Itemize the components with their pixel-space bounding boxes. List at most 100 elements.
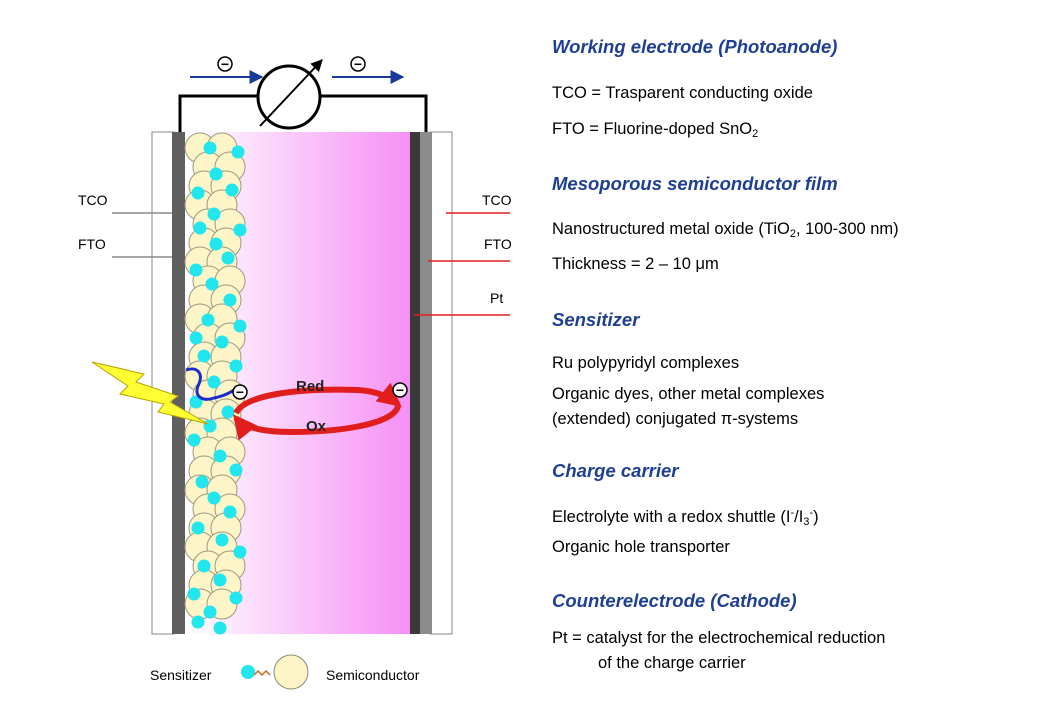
- fto-label-left: FTO: [78, 236, 106, 252]
- electron-icon-cathode: [392, 382, 408, 398]
- sensitizer-dye-dot: [197, 559, 211, 573]
- photoanode-tco-layer: [172, 132, 185, 634]
- redox-arrow-bottom: [232, 404, 401, 441]
- sensitizer-dye-dot: [201, 313, 215, 327]
- dssc-schematic: − − TCO FTO TCO FTO Pt − − Red Ox Sensit…: [78, 56, 512, 690]
- sensitizer-dye-dot: [207, 491, 221, 505]
- sensitizer-dye-dot: [187, 433, 201, 447]
- sensitizer-dye-dot: [229, 591, 243, 605]
- section-heading: Mesoporous semiconductor film: [552, 173, 838, 194]
- section-line: (extended) conjugated π-systems: [552, 410, 798, 429]
- section-line: Electrolyte with a redox shuttle (I-/I3-…: [552, 507, 819, 528]
- text-fragment: -: [809, 507, 814, 519]
- sensitizer-dye-dot: [213, 621, 227, 635]
- text-fragment: Pt = catalyst for the electrochemical re…: [552, 629, 886, 647]
- sensitizer-dye-dot: [209, 237, 223, 251]
- legend-linker: [253, 669, 271, 677]
- right-glass: [429, 131, 453, 635]
- text-fragment: 2: [789, 228, 796, 240]
- section-line: Nanostructured metal oxide (TiO2, 100-30…: [552, 220, 899, 240]
- sensitizer-dye-dot: [187, 587, 201, 601]
- tco-label-left: TCO: [78, 192, 108, 208]
- redox-red-label: Red: [296, 378, 324, 395]
- sensitizer-dye-dot: [231, 145, 245, 159]
- sensitizer-dye-dot: [189, 331, 203, 345]
- sensitizer-dye-dot: [191, 521, 205, 535]
- electron-symbol-4: −: [396, 382, 404, 398]
- tco-label-right: TCO: [482, 192, 512, 208]
- electron-icon-circuit-right: [350, 56, 366, 72]
- text-fragment: FTO = Fluorine-doped SnO: [552, 120, 753, 138]
- redox-ox-label: Ox: [306, 418, 327, 435]
- section-line: TCO = Trasparent conducting oxide: [552, 84, 813, 103]
- sensitizer-dye-dot: [223, 293, 237, 307]
- sensitizer-dye-dot: [233, 319, 247, 333]
- text-fragment: TCO = Trasparent conducting oxide: [552, 84, 813, 102]
- section-heading: Counterelectrode (Cathode): [552, 590, 797, 611]
- section-line: Thickness = 2 – 10 μm: [552, 255, 719, 274]
- legend-semiconductor-label: Semiconductor: [326, 667, 420, 683]
- section-line: FTO = Fluorine-doped SnO2: [552, 120, 758, 140]
- pt-label-right: Pt: [490, 290, 503, 306]
- left-glass: [151, 131, 175, 635]
- sensitizer-dye-dot: [195, 475, 209, 489]
- sensitizer-dye-dot: [191, 615, 205, 629]
- text-fragment: 2: [752, 128, 759, 140]
- legend-sensitizer-label: Sensitizer: [150, 667, 212, 683]
- external-circuit-wire: [178, 94, 258, 132]
- sensitizer-dye-dot: [197, 349, 211, 363]
- sensitizer-dye-dot: [203, 141, 217, 155]
- sensitizer-dye-dot: [193, 221, 207, 235]
- text-fragment: ): [813, 508, 819, 526]
- section-line: Organic hole transporter: [552, 538, 730, 557]
- text-fragment: , 100-300 nm): [795, 220, 899, 238]
- electron-symbol-2: −: [354, 56, 362, 72]
- light-bolt-icon: [91, 361, 209, 425]
- section-line: Pt = catalyst for the electrochemical re…: [552, 629, 885, 648]
- text-fragment: Organic hole transporter: [552, 538, 730, 556]
- section-line: Ru polypyridyl complexes: [552, 354, 739, 373]
- section-line: of the charge carrier: [598, 654, 746, 673]
- sensitizer-dye-dot: [207, 207, 221, 221]
- fto-label-right: FTO: [484, 236, 512, 252]
- electron-icon-dye: [232, 384, 248, 400]
- section-line: Organic dyes, other metal complexes: [552, 385, 824, 404]
- section-heading: Sensitizer: [552, 309, 640, 330]
- sensitizer-dye-dot: [215, 533, 229, 547]
- text-fragment: Ru polypyridyl complexes: [552, 354, 740, 372]
- sensitizer-dye-dot: [191, 186, 205, 200]
- text-fragment: Electrolyte with a redox shuttle (I: [552, 508, 791, 526]
- text-fragment: Thickness = 2 – 10 μm: [552, 255, 719, 273]
- sensitizer-dye-dot: [233, 223, 247, 237]
- text-fragment: of the charge carrier: [598, 654, 746, 672]
- sensitizer-dye-dot: [221, 405, 235, 419]
- sensitizer-dye-dot: [209, 167, 223, 181]
- sensitizer-dye-dot: [189, 395, 203, 409]
- sensitizer-dye-dot: [203, 605, 217, 619]
- sensitizer-dye-dot: [189, 263, 203, 277]
- section-heading: Charge carrier: [552, 460, 679, 481]
- text-fragment: Nanostructured metal oxide (TiO: [552, 220, 790, 238]
- electron-icon-circuit-left: [217, 56, 233, 72]
- legend-semiconductor-particle: [273, 654, 309, 690]
- sensitizer-dye-dot: [225, 183, 239, 197]
- sensitizer-dye-dot: [215, 335, 229, 349]
- cathode-tco-layer: [420, 132, 432, 634]
- pt-layer: [410, 132, 420, 634]
- external-circuit-wire-right: [320, 94, 428, 132]
- electron-symbol-1: −: [221, 56, 229, 72]
- sensitizer-dye-dot: [205, 277, 219, 291]
- text-fragment: Organic dyes, other metal complexes: [552, 385, 825, 403]
- sensitizer-dye-dot: [229, 359, 243, 373]
- sensitizer-dye-dot: [223, 505, 237, 519]
- electron-injection-wave: [185, 367, 238, 401]
- sensitizer-dye-dot: [203, 419, 217, 433]
- sensitizer-dye-dot: [229, 463, 243, 477]
- legend-sensitizer-dot: [241, 665, 255, 679]
- electron-symbol-3: −: [236, 384, 244, 400]
- text-fragment: -: [790, 507, 795, 519]
- section-heading: Working electrode (Photoanode): [552, 36, 838, 57]
- redox-arrow-top: [233, 382, 402, 415]
- sensitizer-dye-dot: [233, 545, 247, 559]
- text-fragment: (extended) conjugated π-systems: [552, 410, 799, 428]
